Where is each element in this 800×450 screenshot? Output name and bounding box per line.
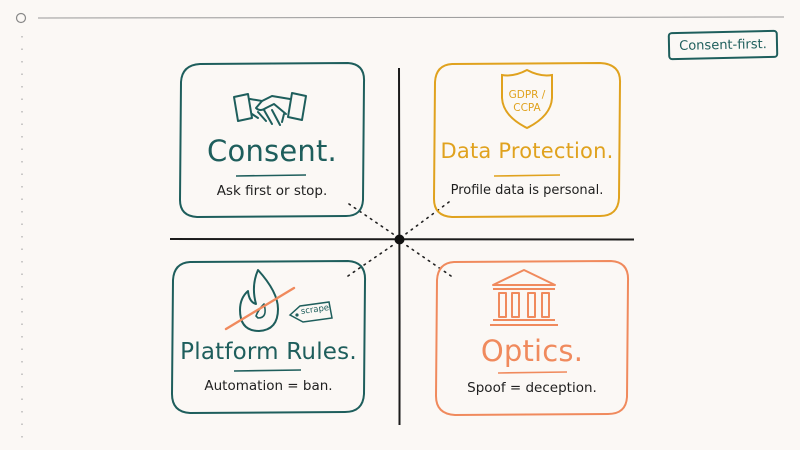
optics-title: Optics. bbox=[480, 334, 584, 368]
platform-rules-underline bbox=[233, 369, 302, 372]
slide-marker bbox=[15, 12, 27, 24]
consent-title: Consent. bbox=[207, 134, 337, 168]
platform-rules-title: Platform Rules. bbox=[180, 339, 357, 365]
consent-card-border bbox=[178, 61, 366, 219]
center-dot bbox=[394, 234, 405, 245]
courthouse-icon bbox=[490, 269, 558, 326]
handshake-icon bbox=[233, 92, 307, 126]
platform-rules-subtitle: Automation = ban. bbox=[204, 378, 333, 394]
top-rule bbox=[37, 16, 785, 19]
data-protection-subtitle: Profile data is personal. bbox=[450, 183, 604, 198]
scrape-tag bbox=[288, 301, 333, 323]
scrape-tag-hole bbox=[295, 313, 299, 317]
optics-underline bbox=[497, 371, 568, 374]
data-protection-title: Data Protection. bbox=[440, 139, 614, 163]
consent-subtitle: Ask first or stop. bbox=[216, 183, 328, 199]
optics-card-border bbox=[434, 259, 630, 417]
platform-rules-card-border bbox=[170, 259, 367, 415]
optics-subtitle: Spoof = deception. bbox=[467, 380, 597, 396]
consent-first-tag: Consent-first. bbox=[667, 29, 779, 61]
shield-badge-line-2: CCPA bbox=[513, 102, 541, 114]
connectors bbox=[347, 201, 452, 277]
data-protection-card-border bbox=[432, 61, 622, 219]
crossed-fire-icon bbox=[224, 269, 296, 332]
data-protection-underline bbox=[493, 174, 561, 177]
vertical-axis bbox=[397, 67, 401, 426]
shield-badge-line-1: GDPR / bbox=[508, 89, 546, 101]
shield-icon bbox=[501, 68, 553, 130]
consent-underline bbox=[235, 174, 307, 177]
